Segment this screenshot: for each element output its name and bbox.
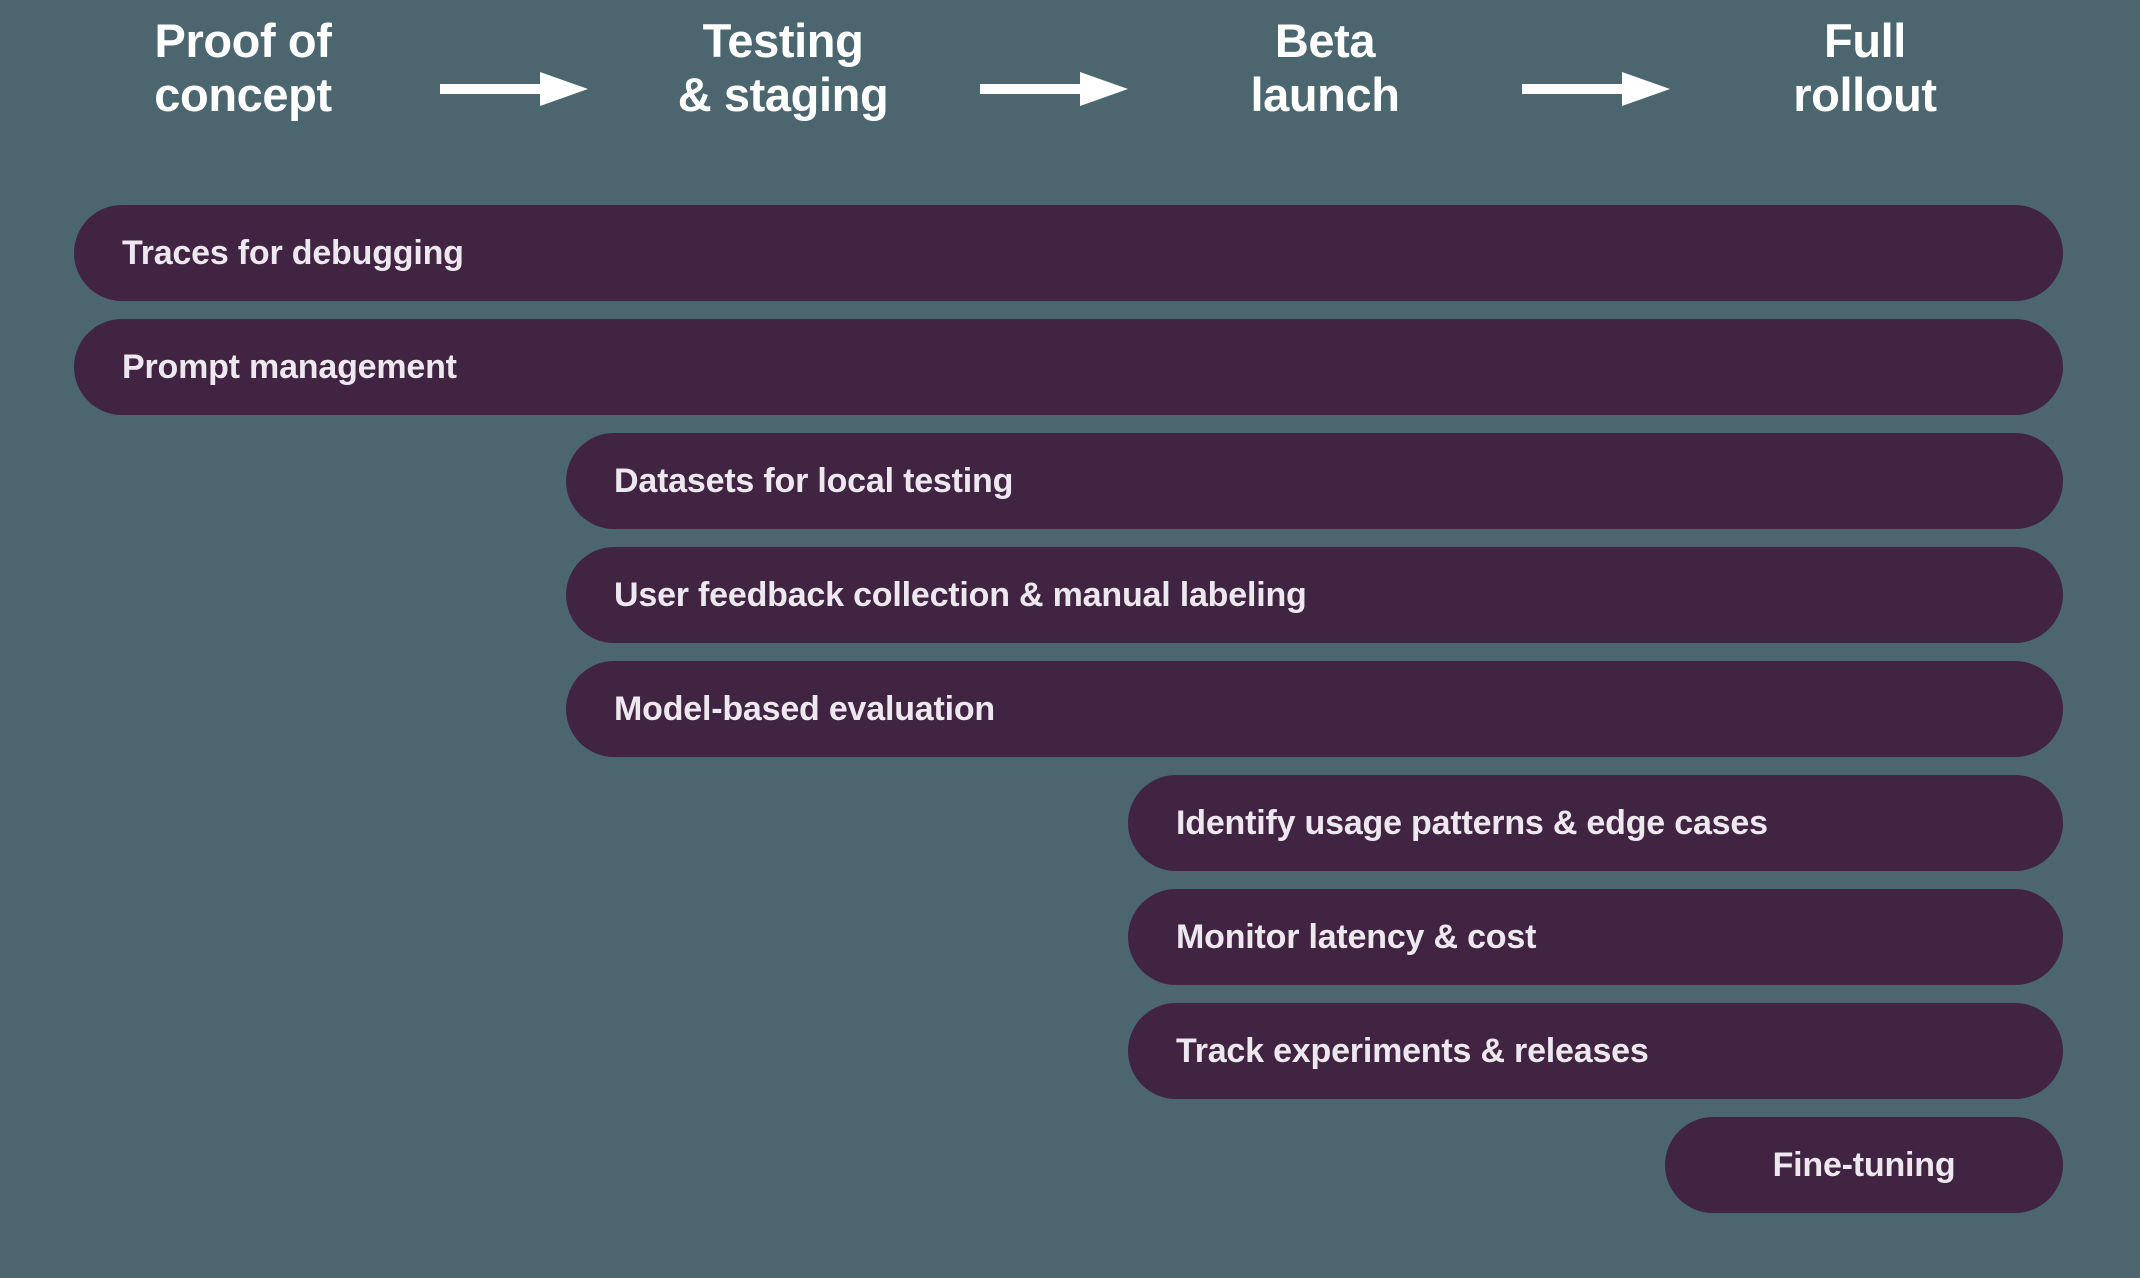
capability-pill-label: Datasets for local testing (614, 461, 1014, 500)
capability-pill-label: User feedback collection & manual labeli… (614, 575, 1307, 614)
capability-pill[interactable]: Monitor latency & cost (1128, 889, 2063, 985)
stage-label-3: Beta launch (1250, 14, 1400, 121)
capability-pill[interactable]: Prompt management (74, 319, 2063, 415)
capability-pill[interactable]: Track experiments & releases (1128, 1003, 2063, 1099)
stage-label-2: Testing & staging (677, 14, 889, 121)
stage-label-1: Proof of concept (154, 14, 332, 121)
stage-header-row: Proof of concept Testing & staging Beta la… (0, 0, 2140, 180)
capability-pill-label: Prompt management (122, 347, 457, 386)
capability-pill-label: Monitor latency & cost (1176, 917, 1537, 956)
capability-pill[interactable]: Traces for debugging (74, 205, 2063, 301)
capability-pill[interactable]: User feedback collection & manual labeli… (566, 547, 2063, 643)
capability-pill[interactable]: Fine-tuning (1665, 1117, 2063, 1213)
arrow-testing-to-beta-icon (980, 72, 1128, 106)
capability-pill-label: Track experiments & releases (1176, 1031, 1649, 1070)
stage-label-4: Full rollout (1793, 14, 1937, 121)
capability-pill[interactable]: Datasets for local testing (566, 433, 2063, 529)
capability-pill[interactable]: Model-based evaluation (566, 661, 2063, 757)
arrow-beta-to-rollout-icon (1522, 72, 1670, 106)
capability-pill-label: Traces for debugging (122, 233, 464, 272)
capability-pill-label: Model-based evaluation (614, 689, 996, 728)
capability-pill-label: Identify usage patterns & edge cases (1176, 803, 1768, 842)
capability-pill[interactable]: Identify usage patterns & edge cases (1128, 775, 2063, 871)
capability-pill-label: Fine-tuning (1772, 1145, 1956, 1184)
arrow-poc-to-testing-icon (440, 72, 588, 106)
